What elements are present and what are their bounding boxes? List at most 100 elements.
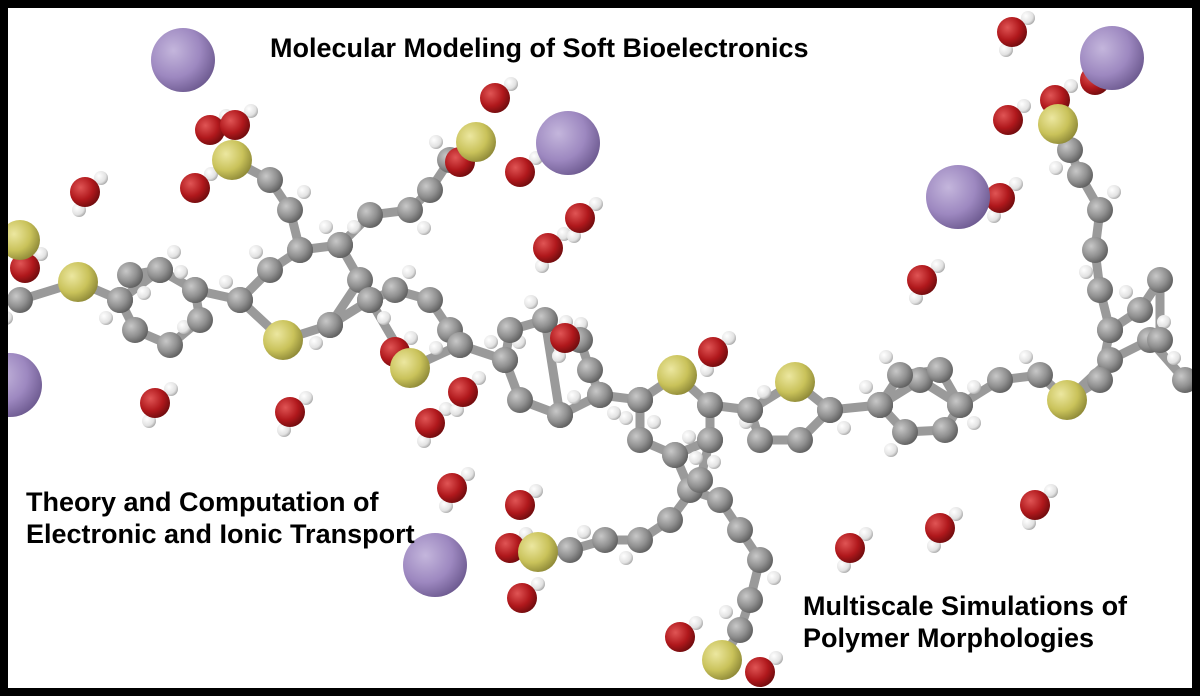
- bond: [500, 315, 565, 416]
- carbon-atom: [907, 367, 933, 393]
- carbon-atom: [357, 202, 383, 228]
- carbon-atom: [662, 442, 688, 468]
- hydrogen-atom: [204, 167, 218, 181]
- carbon-atom: [947, 392, 973, 418]
- sulfur-atom: [702, 640, 742, 680]
- carbon-atom: [737, 587, 763, 613]
- carbon-atom: [627, 387, 653, 413]
- carbon-atom: [1127, 297, 1153, 323]
- carbon-atom: [627, 527, 653, 553]
- oxygen-atom: [415, 408, 445, 438]
- oxygen-atom: [997, 17, 1027, 47]
- carbon-atom: [747, 427, 773, 453]
- hydrogen-atom: [607, 406, 621, 420]
- carbon-atom: [147, 257, 173, 283]
- atoms-layer: [8, 11, 1192, 687]
- oxygen-atom: [835, 533, 865, 563]
- oxygen-atom: [745, 657, 775, 687]
- carbon-atom: [1087, 367, 1113, 393]
- carbon-atom: [397, 197, 423, 223]
- hydrogen-atom: [879, 350, 893, 364]
- hydrogen-atom: [1167, 351, 1181, 365]
- hydrogen-atom: [949, 507, 963, 521]
- hydrogen-atom: [524, 295, 538, 309]
- hydrogen-atom: [137, 286, 151, 300]
- carbon-atom: [277, 197, 303, 223]
- hydrogen-atom: [967, 416, 981, 430]
- sulfur-atom: [8, 220, 40, 260]
- hydrogen-atom: [837, 421, 851, 435]
- carbon-atom: [592, 527, 618, 553]
- carbon-atom: [557, 537, 583, 563]
- hydrogen-atom: [719, 605, 733, 619]
- hydrogen-atom: [577, 525, 591, 539]
- hydrogen-atom: [439, 402, 453, 416]
- hydrogen-atom: [402, 265, 416, 279]
- carbon-atom: [492, 347, 518, 373]
- hydrogen-atom: [174, 265, 188, 279]
- oxygen-atom: [275, 397, 305, 427]
- hydrogen-atom: [249, 245, 263, 259]
- hydrogen-atom: [1107, 185, 1121, 199]
- carbon-atom: [107, 287, 133, 313]
- oxygen-atom: [220, 110, 250, 140]
- carbon-atom: [867, 392, 893, 418]
- carbon-atom: [1082, 237, 1108, 263]
- carbon-atom: [932, 417, 958, 443]
- hydrogen-atom: [417, 221, 431, 235]
- carbon-atom: [1097, 317, 1123, 343]
- hydrogen-atom: [99, 311, 113, 325]
- hydrogen-atom: [769, 651, 783, 665]
- carbon-atom: [417, 287, 443, 313]
- oxygen-atom: [480, 83, 510, 113]
- carbon-atom: [587, 382, 613, 408]
- hydrogen-atom: [377, 311, 391, 325]
- carbon-atom: [927, 357, 953, 383]
- oxygen-atom: [507, 583, 537, 613]
- carbon-atom: [157, 332, 183, 358]
- carbon-atom: [287, 237, 313, 263]
- carbon-atom: [1172, 367, 1192, 393]
- carbon-atom: [1147, 327, 1173, 353]
- carbon-atom: [347, 267, 373, 293]
- hydrogen-atom: [529, 484, 543, 498]
- carbon-atom: [1067, 162, 1093, 188]
- hydrogen-atom: [8, 311, 13, 325]
- sulfur-atom: [775, 362, 815, 402]
- carbon-atom: [817, 397, 843, 423]
- oxygen-atom: [925, 513, 955, 543]
- caption-polymer-morphologies: Multiscale Simulations of Polymer Morpho…: [803, 591, 1128, 653]
- hydrogen-atom: [164, 382, 178, 396]
- carbon-atom: [447, 332, 473, 358]
- sodium-ion: [403, 533, 467, 597]
- sodium-ion: [1080, 26, 1144, 90]
- hydrogen-atom: [931, 259, 945, 273]
- oxygen-atom: [505, 490, 535, 520]
- hydrogen-atom: [167, 245, 181, 259]
- hydrogen-atom: [1019, 350, 1033, 364]
- carbon-atom: [1027, 362, 1053, 388]
- sodium-ion: [151, 28, 215, 92]
- hydrogen-atom: [484, 335, 498, 349]
- hydrogen-atom: [1064, 79, 1078, 93]
- carbon-atom: [8, 287, 33, 313]
- hydrogen-atom: [567, 390, 581, 404]
- hydrogen-atom: [967, 380, 981, 394]
- hydrogen-atom: [531, 577, 545, 591]
- carbon-atom: [727, 517, 753, 543]
- oxygen-atom: [505, 157, 535, 187]
- hydrogen-atom: [404, 331, 418, 345]
- hydrogen-atom: [589, 197, 603, 211]
- molecule-scene: [8, 11, 1192, 687]
- hydrogen-atom: [347, 220, 361, 234]
- sulfur-atom: [657, 355, 697, 395]
- carbon-atom: [532, 307, 558, 333]
- sulfur-atom: [1038, 104, 1078, 144]
- sodium-ion: [8, 353, 42, 417]
- carbon-atom: [497, 317, 523, 343]
- hydrogen-atom: [504, 77, 518, 91]
- carbon-atom: [257, 257, 283, 283]
- carbon-atom: [257, 167, 283, 193]
- hydrogen-atom: [682, 430, 696, 444]
- carbon-atom: [547, 402, 573, 428]
